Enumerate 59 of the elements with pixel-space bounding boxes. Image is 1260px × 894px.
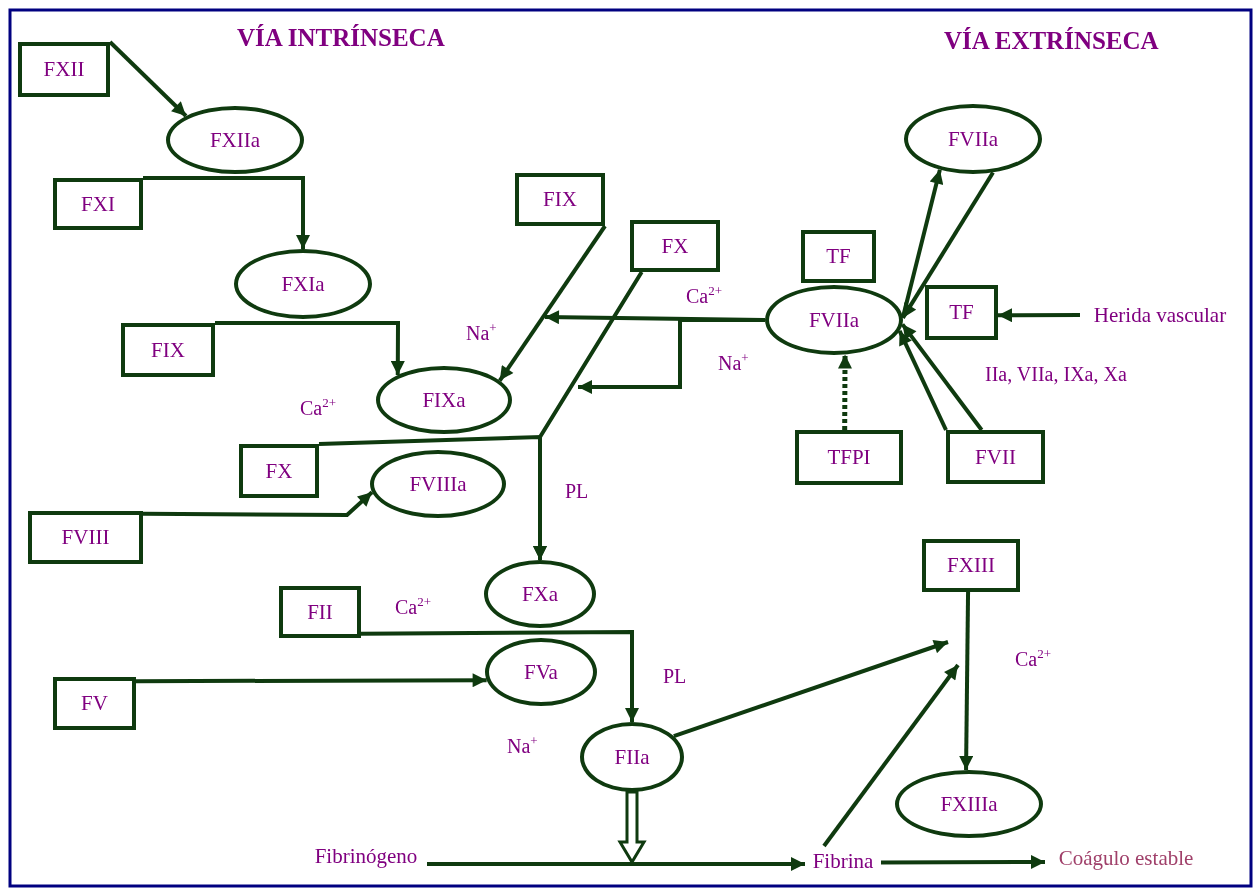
arrow bbox=[578, 318, 765, 394]
factor-ellipse: FXIIIa bbox=[895, 770, 1043, 838]
dotted-arrow bbox=[837, 354, 852, 430]
factor-box: FVIII bbox=[28, 511, 143, 564]
section-heading: VÍA EXTRÍNSECA bbox=[944, 27, 1159, 55]
node-label: Fibrinógeno bbox=[314, 843, 418, 869]
arrow bbox=[881, 854, 1045, 869]
cofactor-label: Ca$^{2+}$ bbox=[1015, 647, 1052, 670]
cofactor-label: Na$^{+}$ bbox=[507, 734, 538, 757]
factor-box: FII bbox=[279, 586, 361, 638]
factor-box: FX bbox=[630, 220, 720, 272]
arrow bbox=[361, 630, 639, 722]
arrow bbox=[215, 321, 405, 376]
arrow bbox=[673, 639, 949, 739]
arrow bbox=[822, 663, 960, 848]
factor-box: FXI bbox=[53, 178, 143, 230]
arrow bbox=[959, 591, 974, 771]
factor-ellipse: FIXa bbox=[376, 366, 512, 434]
arrow bbox=[998, 308, 1080, 323]
factor-box: FIX bbox=[121, 323, 215, 377]
cofactor-label: Ca$^{2+}$ bbox=[300, 396, 337, 419]
factor-box: TF bbox=[925, 285, 998, 340]
node-label: Herida vascular bbox=[1093, 302, 1227, 328]
cofactor-label: Na$^{+}$ bbox=[718, 351, 749, 374]
factor-box: FXII bbox=[18, 42, 110, 97]
factor-box: TFPI bbox=[795, 430, 903, 485]
node-label: Fibrina bbox=[812, 848, 874, 874]
factor-ellipse: FVIIIa bbox=[370, 450, 506, 518]
arrow bbox=[427, 857, 805, 871]
node-label: Coágulo estable bbox=[1058, 845, 1194, 871]
cofactor-label: Ca$^{2+}$ bbox=[686, 284, 723, 307]
arrow bbox=[143, 176, 310, 249]
arrow bbox=[901, 171, 995, 319]
factor-ellipse: FXIa bbox=[234, 249, 372, 319]
arrow bbox=[108, 40, 188, 118]
arrow bbox=[498, 224, 607, 382]
factor-ellipse: FXa bbox=[484, 560, 596, 628]
arrow bbox=[136, 673, 487, 688]
factor-box: FIX bbox=[515, 173, 605, 226]
factor-ellipse: FXIIa bbox=[166, 106, 304, 174]
factor-ellipse: FVIIa bbox=[904, 104, 1042, 174]
hollow-arrow bbox=[617, 790, 647, 865]
cofactor-label: Ca$^{2+}$ bbox=[395, 595, 432, 618]
cofactor-label: PL bbox=[565, 480, 589, 502]
arrow bbox=[897, 330, 948, 431]
cofactor-label: IIa, VIIa, IXa, Xa bbox=[985, 363, 1127, 385]
factor-box: FXIII bbox=[922, 539, 1020, 592]
factor-ellipse: FIIa bbox=[580, 722, 684, 792]
factor-box: FV bbox=[53, 677, 136, 730]
section-heading: VÍA INTRÍNSECA bbox=[237, 24, 445, 52]
arrow bbox=[900, 323, 984, 432]
factor-ellipse: FVa bbox=[485, 638, 597, 706]
factor-box: FVII bbox=[946, 430, 1045, 484]
factor-box: TF bbox=[801, 230, 876, 283]
cofactor-label: PL bbox=[663, 665, 687, 687]
cofactor-label: Na$^{+}$ bbox=[466, 321, 497, 344]
factor-box: FX bbox=[239, 444, 319, 498]
arrow bbox=[143, 490, 374, 517]
factor-ellipse: FVIIa bbox=[765, 285, 903, 355]
